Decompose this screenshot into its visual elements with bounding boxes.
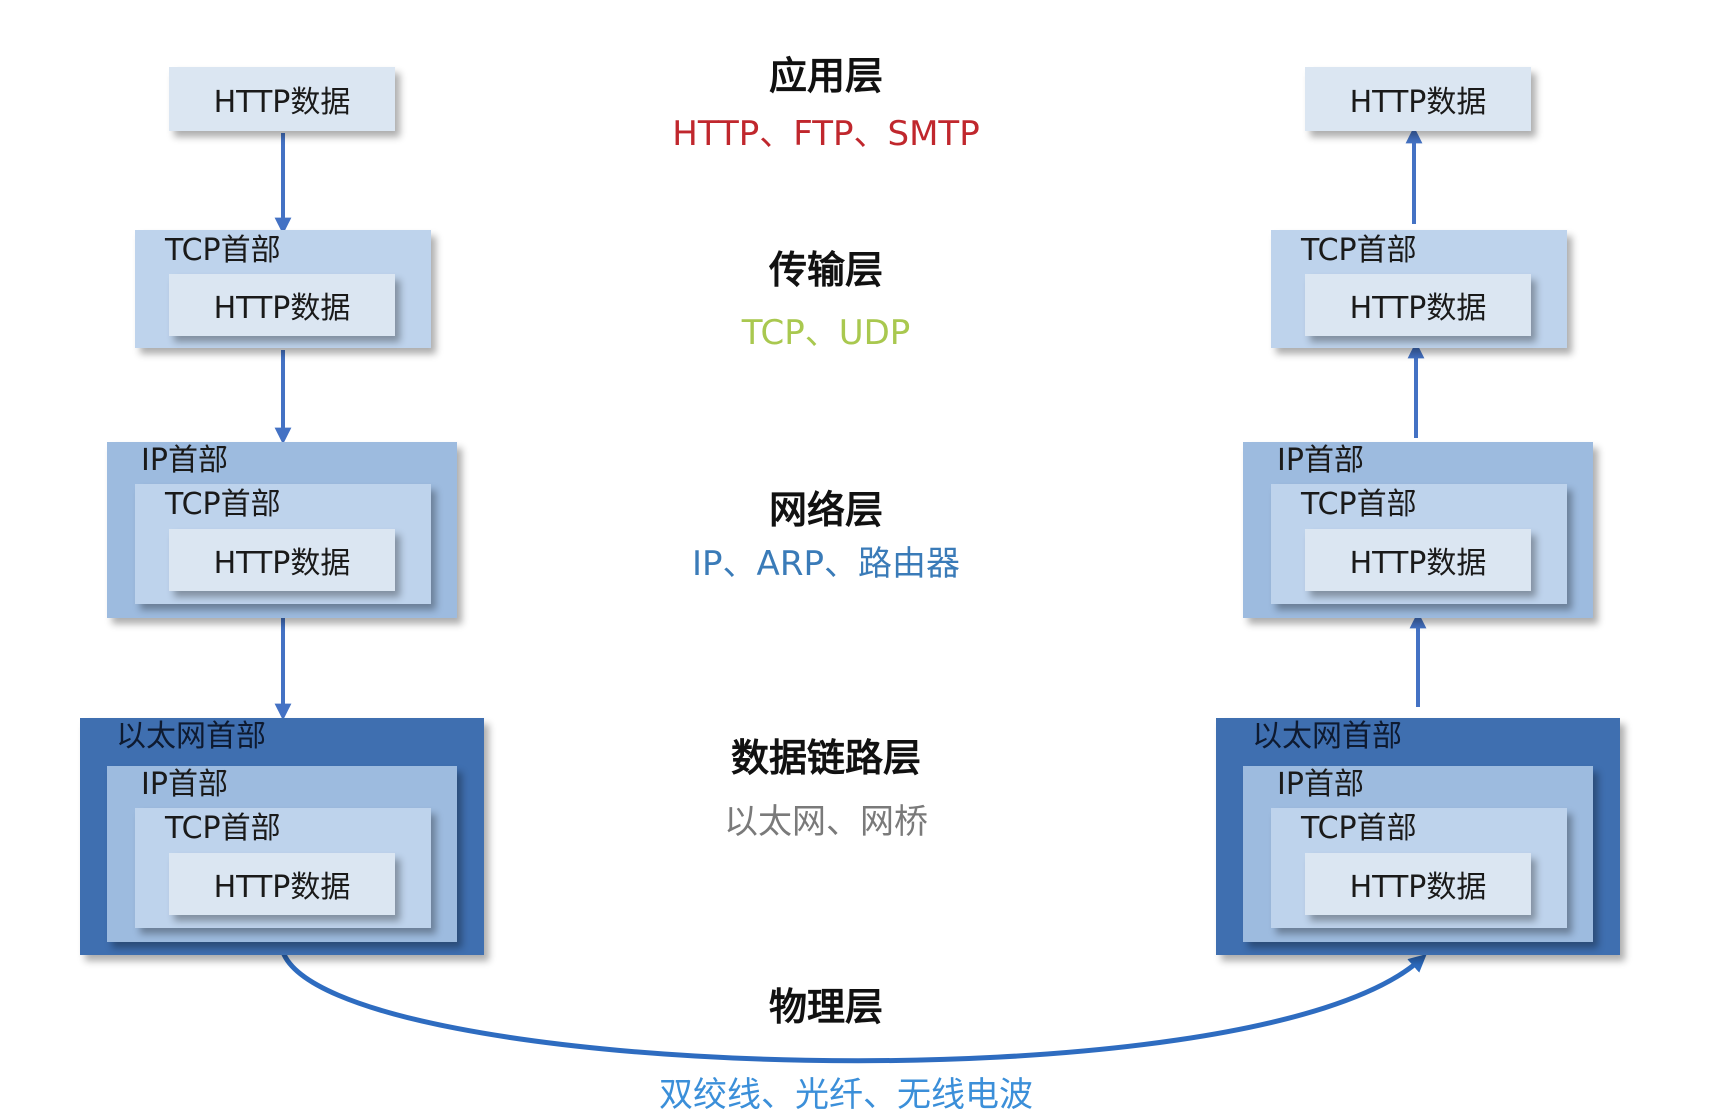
left-datalink-ethernet-box: 以太网首部 IP首部 TCP首部 HTTP数据 — [80, 718, 484, 955]
left-network-tcp-header-label: TCP首部 — [165, 487, 281, 522]
left-transport-http-label: HTTP数据 — [213, 291, 351, 326]
left-datalink-ip-header-label: IP首部 — [141, 767, 228, 802]
left-network-ip-box: IP首部 TCP首部 HTTP数据 — [107, 442, 457, 618]
data-link-layer-title: 数据链路层 — [730, 736, 921, 780]
data-link-layer-protocols: 以太网、网桥 — [724, 802, 928, 842]
network-layer-title: 网络层 — [768, 488, 883, 532]
transport-layer-title: 传输层 — [768, 248, 883, 292]
right-app-http-label: HTTP数据 — [1349, 85, 1487, 120]
left-network-http-label: HTTP数据 — [213, 546, 351, 581]
right-network-tcp-box: TCP首部 HTTP数据 — [1271, 484, 1567, 604]
right-transport-tcp-box: TCP首部 HTTP数据 — [1271, 230, 1567, 348]
left-transport-tcp-header-label: TCP首部 — [165, 233, 281, 268]
physical-layer-title: 物理层 — [768, 985, 883, 1029]
physical-layer-arrow — [280, 951, 1427, 1064]
left-datalink-http-data-box: HTTP数据 — [169, 853, 395, 915]
left-datalink-tcp-header-label: TCP首部 — [165, 811, 281, 846]
left-network-tcp-box: TCP首部 HTTP数据 — [135, 484, 431, 604]
right-datalink-tcp-header-label: TCP首部 — [1301, 811, 1417, 846]
left-network-http-data-box: HTTP数据 — [169, 529, 395, 591]
right-datalink-ethernet-header-label: 以太网首部 — [1252, 719, 1402, 754]
right-datalink-ethernet-box: 以太网首部 IP首部 TCP首部 HTTP数据 — [1216, 718, 1620, 955]
network-layer-protocols: IP、ARP、路由器 — [692, 544, 960, 584]
right-datalink-http-label: HTTP数据 — [1349, 870, 1487, 905]
left-datalink-tcp-box: TCP首部 HTTP数据 — [135, 808, 431, 928]
right-datalink-ip-box: IP首部 TCP首部 HTTP数据 — [1243, 766, 1593, 942]
right-transport-tcp-header-label: TCP首部 — [1301, 233, 1417, 268]
left-network-ip-header-label: IP首部 — [141, 443, 228, 478]
transport-layer-protocols: TCP、UDP — [741, 313, 911, 353]
right-datalink-tcp-box: TCP首部 HTTP数据 — [1271, 808, 1567, 928]
right-app-http-data-box: HTTP数据 — [1305, 67, 1531, 131]
right-network-tcp-header-label: TCP首部 — [1301, 487, 1417, 522]
right-network-http-data-box: HTTP数据 — [1305, 529, 1531, 591]
right-datalink-ip-header-label: IP首部 — [1277, 767, 1364, 802]
left-app-http-data-box: HTTP数据 — [169, 67, 395, 131]
right-datalink-http-data-box: HTTP数据 — [1305, 853, 1531, 915]
left-datalink-ip-box: IP首部 TCP首部 HTTP数据 — [107, 766, 457, 942]
right-network-http-label: HTTP数据 — [1349, 546, 1487, 581]
left-app-http-label: HTTP数据 — [213, 85, 351, 120]
physical-layer-protocols: 双绞线、光纤、无线电波 — [659, 1075, 1033, 1115]
left-transport-tcp-box: TCP首部 HTTP数据 — [135, 230, 431, 348]
right-network-ip-box: IP首部 TCP首部 HTTP数据 — [1243, 442, 1593, 618]
application-layer-protocols: HTTP、FTP、SMTP — [672, 114, 980, 154]
right-transport-http-data-box: HTTP数据 — [1305, 274, 1531, 336]
application-layer-title: 应用层 — [768, 54, 883, 98]
left-transport-http-data-box: HTTP数据 — [169, 274, 395, 336]
right-transport-http-label: HTTP数据 — [1349, 291, 1487, 326]
left-datalink-ethernet-header-label: 以太网首部 — [116, 719, 266, 754]
left-datalink-http-label: HTTP数据 — [213, 870, 351, 905]
right-network-ip-header-label: IP首部 — [1277, 443, 1364, 478]
